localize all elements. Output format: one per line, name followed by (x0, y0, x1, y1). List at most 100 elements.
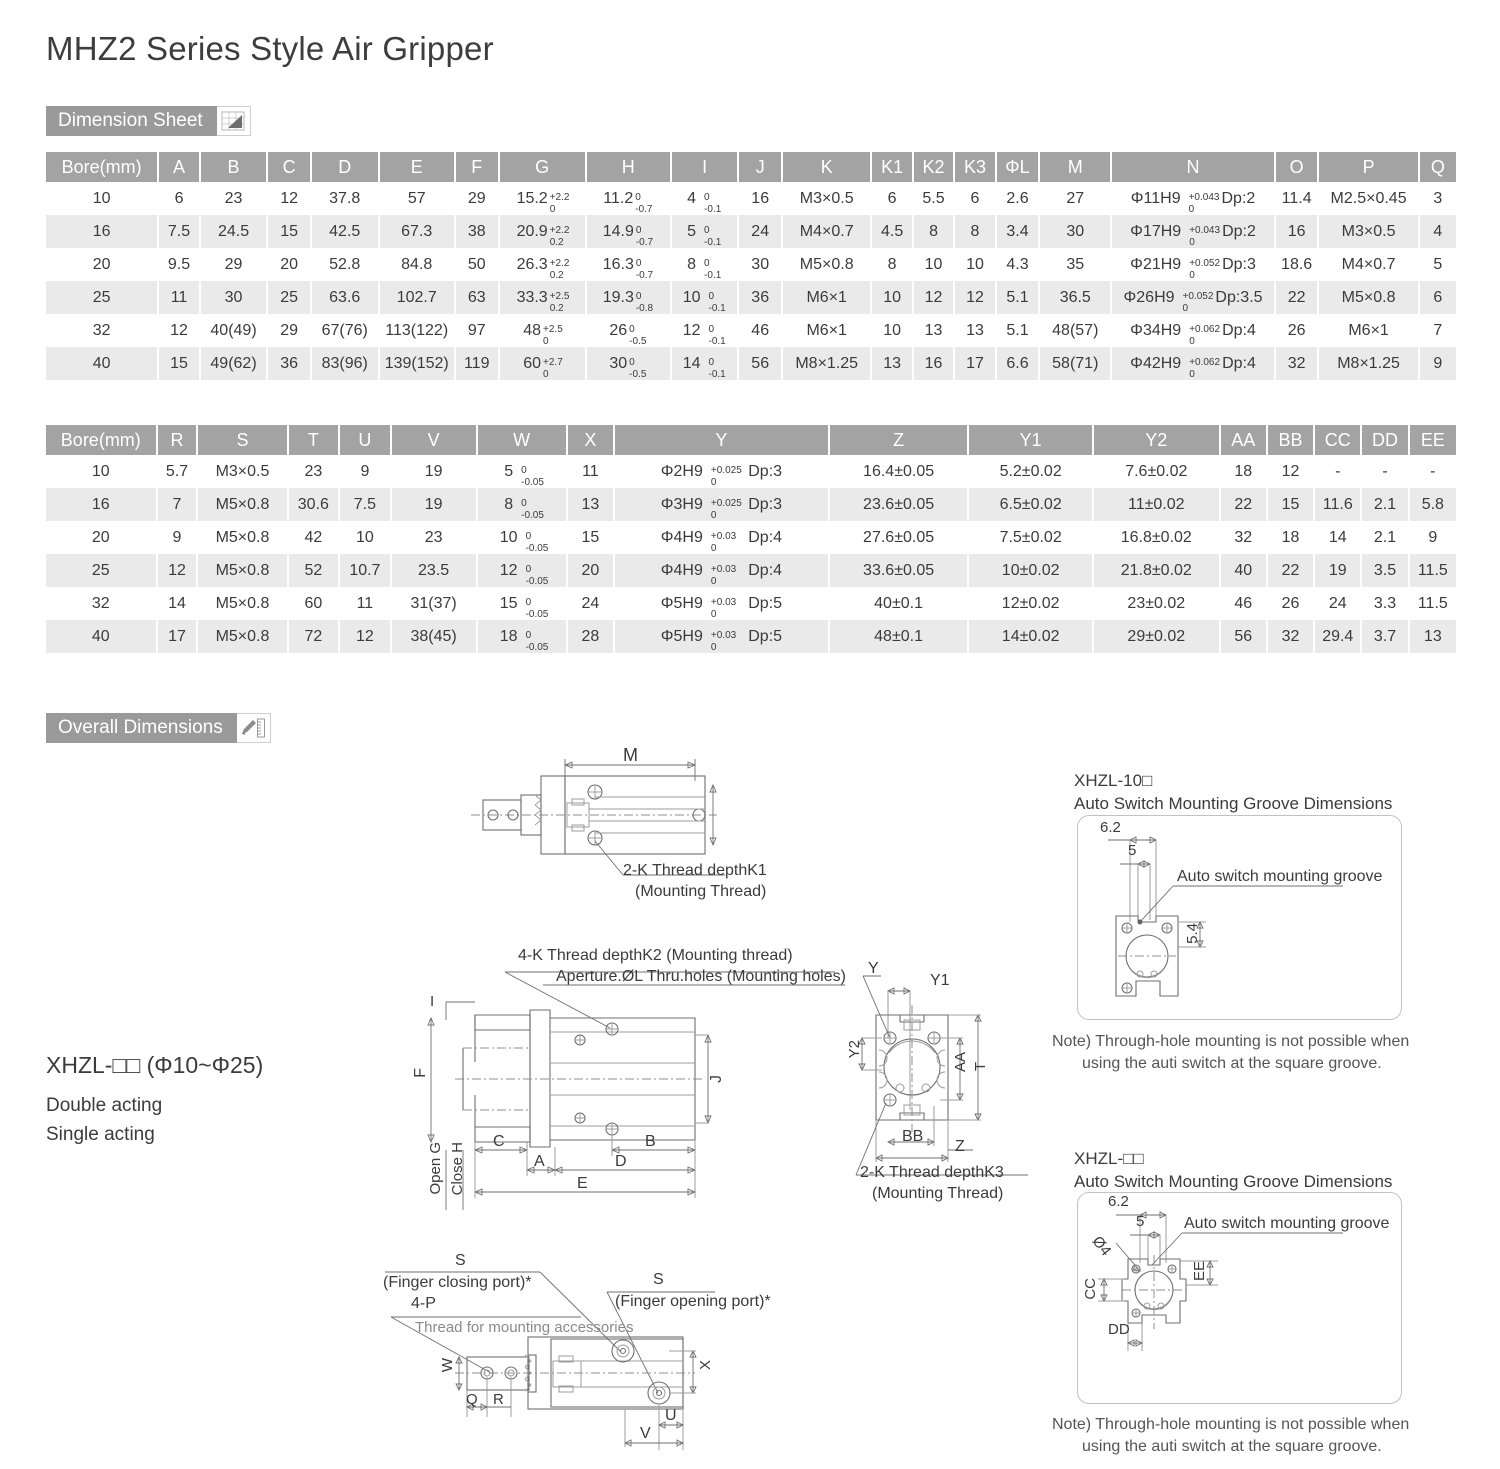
table-cell: 20 (566, 554, 616, 587)
table-cell: M4×0.7 (1318, 248, 1420, 281)
side-view-callout-2: Aperture.ØL Thru.holes (Mounting holes) (556, 968, 846, 985)
table-cell: 23±0.02 (1092, 587, 1221, 620)
side-view-dim-i: I (430, 993, 435, 1010)
table-cell: 25 (267, 281, 312, 314)
table-cell: 6 (954, 182, 997, 215)
table-cell: 12±0.02 (968, 587, 1094, 620)
table-2-col-y2: Y2 (1092, 425, 1221, 455)
bottom-view-drawing: S (Finger closing port)* S (Finger openi… (375, 1245, 805, 1460)
table-cell: 28 (566, 620, 616, 653)
table-2-col-cc: CC (1314, 425, 1363, 455)
end-view-dim-bb: BB (902, 1128, 924, 1145)
table-cell: 102.7 (378, 281, 456, 314)
table-cell: 83(96) (310, 347, 380, 380)
table-cell: 6.5±0.02 (968, 488, 1094, 521)
table-cell: 26 (1274, 314, 1320, 347)
table-cell: 11±0.02 (1092, 488, 1221, 521)
dimension-sheet-banner: Dimension Sheet (46, 106, 251, 136)
table-1-col-l: ΦL (995, 152, 1041, 182)
overall-dimensions-label: Overall Dimensions (46, 713, 237, 743)
table-cell: 25 (46, 554, 158, 587)
table-cell: 27 (1039, 182, 1113, 215)
table-cell: 11.6 (1314, 488, 1363, 521)
table-cell: 84.8 (378, 248, 456, 281)
side-view-callout-1: 4-K Thread depthK2 (Mounting thread) (518, 947, 793, 964)
table-1-col-m: M (1039, 152, 1113, 182)
table-cell: 11 (339, 587, 392, 620)
table-cell: M3×0.5 (197, 455, 289, 488)
model-description-block: XHZL-□□ (Φ10~Φ25) Double acting Single a… (46, 1052, 263, 1150)
table-1-col-c: C (267, 152, 312, 182)
table-1-col-i: I (670, 152, 740, 182)
model-acting-double: Double acting (46, 1095, 163, 1116)
bottom-view-dim-u: U (665, 1407, 677, 1424)
table-cell: 32 (1266, 620, 1316, 653)
bottom-view-dim-x: X (697, 1359, 714, 1370)
table-cell: 10 (46, 455, 158, 488)
panel-2-note-line1: Note) Through-hole mounting is not possi… (1052, 1416, 1410, 1433)
panel-2-title: XHZL-□□ Auto Switch Mounting Groove Dime… (1074, 1148, 1392, 1194)
table-cell: M5×0.8 (1318, 281, 1420, 314)
table-cell: 16.4±0.05 (828, 455, 970, 488)
table-cell: 14 (156, 587, 199, 620)
page-title: MHZ2 Series Style Air Gripper (46, 30, 494, 67)
table-cell: M6×1 (782, 281, 873, 314)
table-cell: 97 (454, 314, 500, 347)
top-view-callout-line1: 2-K Thread depthK1 (623, 862, 767, 879)
panel-2-dim-ee: EE (1191, 1261, 1208, 1282)
table-cell: 4.3 (995, 248, 1041, 281)
table-2-col-z: Z (828, 425, 970, 455)
table-cell: 119 (454, 347, 500, 380)
table-cell: M3×0.5 (782, 182, 873, 215)
table-cell: 2.1 (1361, 521, 1410, 554)
table-1-col-g: G (498, 152, 587, 182)
bottom-view-dim-r: R (493, 1391, 504, 1408)
table-cell: 63.6 (310, 281, 380, 314)
end-view-dim-aa: AA (952, 1052, 969, 1073)
table-cell: 14±0.02 (968, 620, 1094, 653)
table-cell: 67(76) (310, 314, 380, 347)
end-view-callout-line2: (Mounting Thread) (872, 1185, 1004, 1202)
top-view-callout-line2: (Mounting Thread) (635, 883, 767, 900)
panel-1-dim-5: 5 (1128, 842, 1137, 859)
table-cell: 13 (954, 314, 997, 347)
table-2-col-v: V (390, 425, 478, 455)
table-cell: 5.5 (912, 182, 956, 215)
table-cell: 3.7 (1361, 620, 1410, 653)
table-cell: 7 (1418, 314, 1456, 347)
panel-2-dim-dd: DD (1108, 1321, 1130, 1338)
panel-1-box: 6.2 5 5.4 Auto switch mounting groove (1077, 815, 1402, 1020)
table-2-col-bb: BB (1266, 425, 1316, 455)
table-1-col-b: B (199, 152, 269, 182)
table-2-col-x: X (566, 425, 616, 455)
table-cell: 13 (566, 488, 616, 521)
table-cell: 20 (46, 521, 158, 554)
end-view-dim-y1: Y1 (930, 972, 950, 989)
table-cell: 21.8±0.02 (1092, 554, 1221, 587)
table-cell: 4.5 (871, 215, 914, 248)
table-cell: 7.5 (158, 215, 201, 248)
bottom-view-s-open-label: S (653, 1271, 664, 1288)
table-cell: 5.2±0.02 (968, 455, 1094, 488)
table-cell: 9 (156, 521, 199, 554)
table-cell: 24 (738, 215, 783, 248)
table-cell: 5.1 (995, 281, 1041, 314)
side-view-dim-f: F (412, 1068, 429, 1078)
end-view-dim-z: Z (955, 1138, 965, 1155)
table-cell: 13 (1408, 620, 1456, 653)
